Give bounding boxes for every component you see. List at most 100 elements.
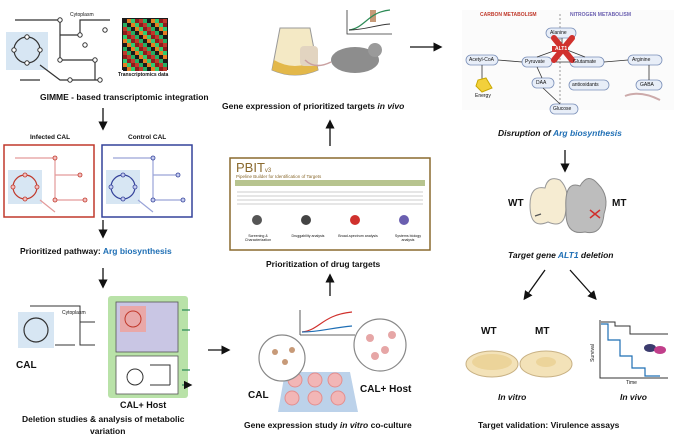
heatmap-cell xyxy=(155,63,159,67)
heatmap-cell xyxy=(147,43,151,47)
heatmap-cell xyxy=(139,47,143,51)
heatmap-cell xyxy=(123,59,127,63)
node-gaba: GABA xyxy=(640,82,654,88)
heatmap-cell xyxy=(127,55,131,59)
heatmap-cell xyxy=(135,23,139,27)
heatmap-cell xyxy=(159,51,163,55)
deletion-cal-label: CAL xyxy=(16,360,37,371)
pbit-tile-2[interactable]: Druggability analysis xyxy=(291,234,325,238)
heatmap-cell xyxy=(159,35,163,39)
pbit-tile-1[interactable]: Screening & Characterization xyxy=(244,234,272,242)
heatmap-cell xyxy=(131,23,135,27)
heatmap-cell xyxy=(147,59,151,63)
cal-network xyxy=(18,305,95,348)
heatmap-cell xyxy=(151,19,155,23)
heatmap-cell xyxy=(151,67,155,71)
heatmap-cell xyxy=(163,59,167,63)
heatmap-cell xyxy=(131,19,135,23)
heatmap-cell xyxy=(123,55,127,59)
wt-mt-cells xyxy=(529,178,607,234)
heatmap-cell xyxy=(147,51,151,55)
metabolism-caption-highlight: Arg biosynthesis xyxy=(552,128,622,138)
node-acetylcoa: Acetyl-CoA xyxy=(469,57,495,63)
heatmap-cell xyxy=(151,43,155,47)
heatmap-cell xyxy=(163,19,167,23)
gene-wt-label: WT xyxy=(508,198,524,209)
node-arginine: Arginine xyxy=(632,57,651,63)
infected-network xyxy=(3,144,95,218)
pbit-tile-3[interactable]: Broad-spectrum analysis xyxy=(338,234,378,238)
heatmap-cell xyxy=(135,55,139,59)
survival-plot xyxy=(599,320,668,379)
heatmap-cell xyxy=(123,27,127,31)
heatmap-cell xyxy=(123,19,127,23)
heatmap-cell xyxy=(131,47,135,51)
metabolism-caption: Disruption of Arg biosynthesis xyxy=(498,128,622,138)
heatmap-cell xyxy=(155,35,159,39)
heatmap-cell xyxy=(147,23,151,27)
heatmap-cell xyxy=(155,39,159,43)
node-alt1: ALT1 xyxy=(555,46,568,52)
validation-caption: Target validation: Virulence assays xyxy=(478,420,620,430)
heatmap-cell xyxy=(147,47,151,51)
in-vitro-label: In vitro xyxy=(498,392,527,402)
node-alanine: Alanine xyxy=(550,30,567,36)
heatmap-cell xyxy=(131,35,135,39)
heatmap-cell xyxy=(135,51,139,55)
heatmap-cell xyxy=(131,27,135,31)
arrow-diag-left xyxy=(523,269,546,301)
heatmap-cell xyxy=(143,67,147,71)
heatmap-cell xyxy=(143,63,147,67)
invivo-caption-prefix: Gene expression of prioritized targets xyxy=(222,101,378,111)
validation-wt-label: WT xyxy=(481,326,497,337)
prioritized-pathway: Arg biosynthesis xyxy=(102,246,172,256)
heatmap-cell xyxy=(139,31,143,35)
node-pyruvate: Pyruvate xyxy=(525,59,545,65)
heatmap-cell xyxy=(163,23,167,27)
heatmap-cell xyxy=(143,59,147,63)
heatmap-cell xyxy=(155,67,159,71)
heatmap-cell xyxy=(163,39,167,43)
heatmap-cell xyxy=(139,63,143,67)
heatmap-cell xyxy=(159,31,163,35)
pbit-subtitle: Pipeline Builder for Identification of T… xyxy=(236,174,322,179)
coculture-cal-label: CAL xyxy=(248,390,269,401)
heatmap-cell xyxy=(123,67,127,71)
heatmap-cell xyxy=(127,51,131,55)
infected-label: Infected CAL xyxy=(30,134,71,141)
deletion-caption-1: Deletion studies & analysis of metabolic xyxy=(22,414,185,424)
heatmap-cell xyxy=(147,63,151,67)
heatmap-cell xyxy=(135,39,139,43)
pbit-caption: Prioritization of drug targets xyxy=(266,259,381,269)
heatmap-cell xyxy=(127,67,131,71)
heatmap-cell xyxy=(135,63,139,67)
pbit-tile-4[interactable]: Systems biology analysis xyxy=(394,234,422,242)
heatmap-cell xyxy=(123,63,127,67)
heatmap-cell xyxy=(127,23,131,27)
in-vivo-label: In vivo xyxy=(620,392,647,402)
heatmap-cell xyxy=(143,47,147,51)
heatmap-cell xyxy=(139,43,143,47)
heatmap-cell xyxy=(155,23,159,27)
heatmap-cell xyxy=(135,47,139,51)
heatmap-cell xyxy=(139,59,143,63)
heatmap-cell xyxy=(159,19,163,23)
heatmap-cell xyxy=(139,35,143,39)
heatmap-cell xyxy=(135,31,139,35)
heatmap-cell xyxy=(151,55,155,59)
transcriptomics-label: Transcriptomics data xyxy=(118,72,169,78)
transcriptomics-heatmap xyxy=(122,18,168,71)
gene-caption-prefix: Target gene xyxy=(508,250,558,260)
control-label: Control CAL xyxy=(128,134,167,141)
coculture-caption-prefix: Gene expression study xyxy=(244,420,340,430)
heatmap-cell xyxy=(159,39,163,43)
heatmap-cell xyxy=(127,27,131,31)
pbit-version: v3 xyxy=(264,168,272,174)
node-energy: Energy xyxy=(475,93,491,99)
heatmap-cell xyxy=(135,67,139,71)
heatmap-cell xyxy=(135,59,139,63)
pbit-tiles: Screening & Characterization Druggabilit… xyxy=(238,234,428,242)
heatmap-cell xyxy=(123,51,127,55)
nitrogen-label: NITROGEN METABOLISM xyxy=(570,12,632,18)
